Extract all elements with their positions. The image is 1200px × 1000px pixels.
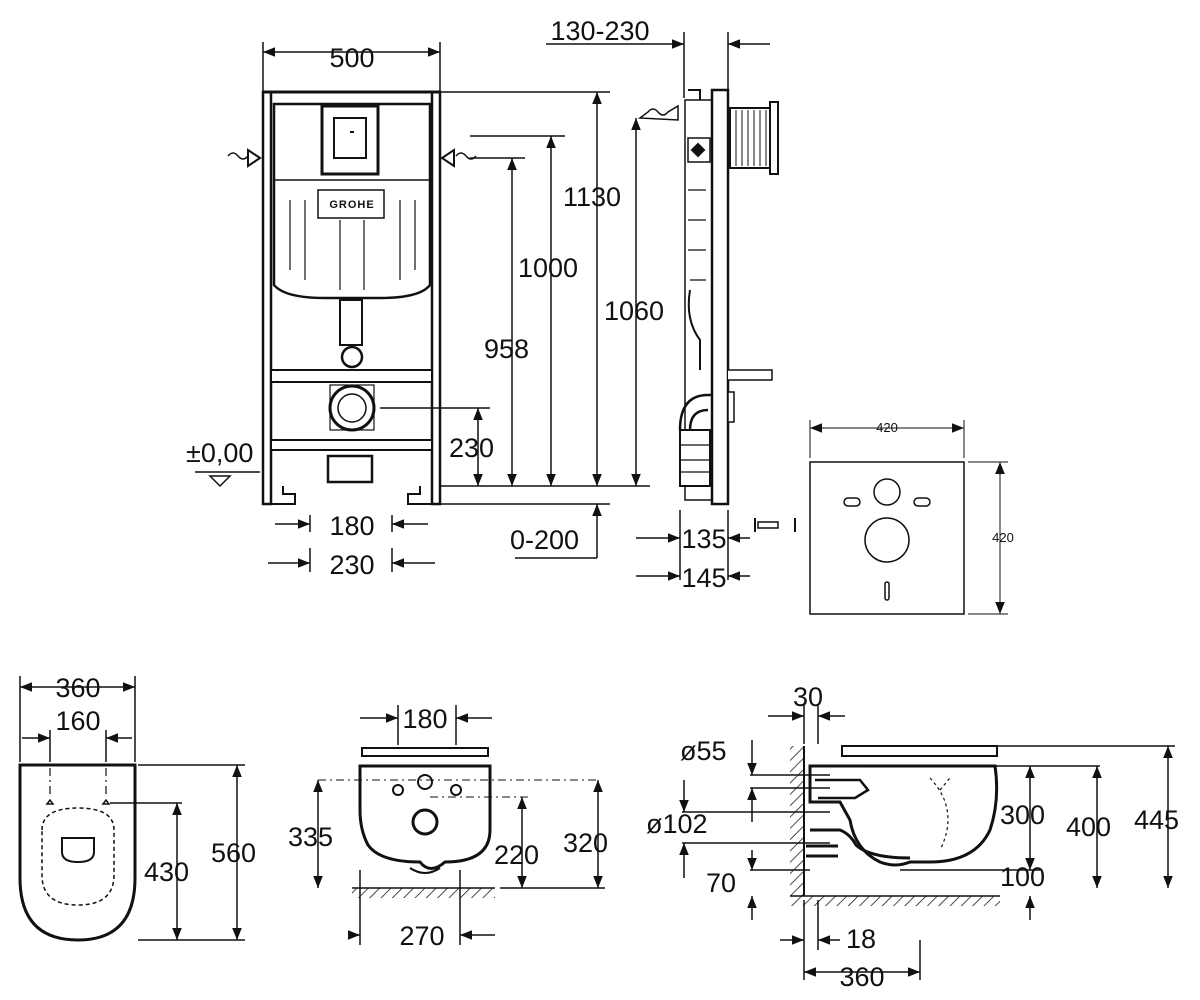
dim-offset-18: 18 [846, 924, 876, 954]
dim-spacing-230: 230 [329, 550, 374, 580]
dim-frame-height-1000: 1000 [518, 253, 578, 283]
bowl-top-view [18, 763, 137, 942]
frame-side-dimensions [546, 32, 770, 581]
frame-front-view [227, 90, 477, 506]
dim-frame-height-1130: 1130 [563, 182, 621, 212]
sound-insulation-pad [809, 420, 1008, 615]
dim-front-height-335: 335 [288, 822, 333, 852]
frame-side-view [637, 88, 796, 532]
dim-depth-range: 130-230 [550, 16, 649, 46]
dim-bowl-hole-distance: 430 [144, 857, 189, 887]
dim-drain-height-230: 230 [449, 433, 494, 463]
dim-pipe-55: ø55 [680, 736, 727, 766]
dim-side-height-1060: 1060 [604, 296, 664, 326]
dim-frame-height-958: 958 [484, 334, 529, 364]
dim-bowl-hole-spacing: 160 [55, 706, 100, 736]
bowl-side-view [790, 745, 1000, 906]
dim-offset-100: 100 [1000, 862, 1045, 892]
dim-pad-height: 420 [992, 530, 1014, 545]
dim-side-length: 360 [839, 962, 884, 992]
dim-front-base-width: 270 [399, 921, 444, 951]
dim-spacing-180: 180 [329, 511, 374, 541]
frame-front-dimensions [195, 42, 650, 572]
dim-frame-width: 500 [329, 43, 374, 73]
bowl-front-view [318, 747, 600, 898]
dim-wall-gap: 30 [793, 682, 823, 712]
dim-depth-145: 145 [681, 563, 726, 593]
bowl-top-dimensions [19, 676, 245, 941]
bowl-front-dimensions [313, 705, 605, 945]
dim-front-hole-spacing: 180 [402, 704, 447, 734]
dim-bowl-length: 560 [211, 838, 256, 868]
brand-logo: GROHE [329, 199, 374, 211]
dim-front-height-220: 220 [494, 840, 539, 870]
dim-side-height-300: 300 [1000, 800, 1045, 830]
dim-offset-70: 70 [706, 868, 736, 898]
floor-level-label: ±0,00 [186, 438, 253, 468]
dim-side-height-445: 445 [1134, 805, 1179, 835]
dim-depth-135: 135 [681, 524, 726, 554]
dim-front-height-320: 320 [563, 828, 608, 858]
dim-floor-range: 0-200 [510, 525, 579, 555]
dim-bowl-width: 360 [55, 673, 100, 703]
bowl-side-dimensions [679, 705, 1175, 980]
dim-pad-width: 420 [876, 420, 898, 435]
dim-side-height-400: 400 [1066, 812, 1111, 842]
dim-pipe-102: ø102 [646, 809, 708, 839]
